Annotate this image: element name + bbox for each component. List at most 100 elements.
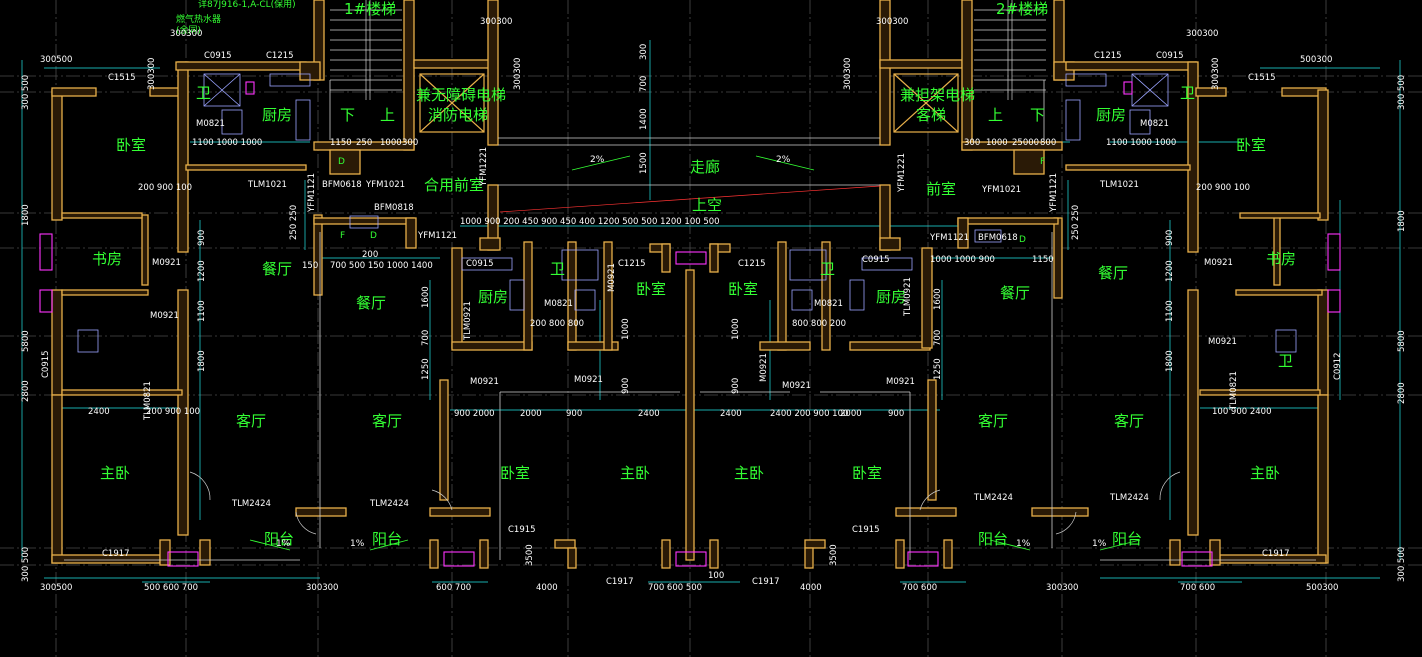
door-code: M0921 <box>470 377 499 387</box>
dimension-label: 300300 <box>170 29 202 39</box>
dimension-label: 25000 <box>1012 138 1039 148</box>
elevator-right-label-1: 兼担架电梯 <box>900 86 975 104</box>
vertical-dimension-texts: 300 500 1800 5800 2800 300 500 300 500 1… <box>21 44 1407 582</box>
door-code: M0821 <box>814 299 843 309</box>
room-label-corridor: 走廊 <box>690 158 720 176</box>
dimension-label: 1800 <box>1397 210 1407 232</box>
dimension-label: 300300 <box>513 58 523 90</box>
slope-label: 1% <box>276 539 291 549</box>
window-code: C1915 <box>508 525 536 535</box>
dimension-lines <box>21 40 1401 583</box>
door-code: YFM1221 <box>479 147 489 187</box>
dimension-label: 1100 <box>1165 300 1175 322</box>
window-code: C0912 <box>1333 352 1343 380</box>
dimension-label: 200 <box>362 250 378 260</box>
room-label-bath: 卫 <box>196 84 211 102</box>
window-code: C1215 <box>1094 51 1122 61</box>
elevator-left-label-2: 消防电梯 <box>428 106 488 124</box>
door-code: TLM0921 <box>903 277 913 317</box>
room-label-kitchen: 厨房 <box>262 106 292 124</box>
room-labels: 卧室 卧室 厨房 厨房 卫 卫 书房 书房 餐厅 餐厅 餐厅 餐厅 客厅 客厅 … <box>92 0 1296 548</box>
window-code: C1917 <box>606 577 634 587</box>
slope-labels: 2% 2% 1% 1% 1% 1% <box>276 155 1107 549</box>
room-label-master: 主卧 <box>734 464 764 482</box>
room-label-lobby: 前室 <box>926 180 956 198</box>
dimension-label: 900 2000 <box>454 409 495 419</box>
door-code: M0921 <box>759 353 769 382</box>
room-label-balcony: 阳台 <box>978 530 1008 548</box>
thin-walls <box>64 80 1316 561</box>
dimension-label: 100 900 2400 <box>1212 407 1271 417</box>
dimension-label: 1200 <box>1165 260 1175 282</box>
door-code: M0921 <box>152 258 181 268</box>
room-label-study: 书房 <box>1266 250 1296 268</box>
dimension-label: 250 250 <box>289 205 299 240</box>
room-label-bath: 卫 <box>1180 84 1195 102</box>
room-label-shared-lobby: 合用前室 <box>424 176 484 194</box>
dimension-label: 5800 <box>21 330 31 352</box>
elevator-right-box <box>893 73 959 133</box>
dimension-label: 300 500 <box>21 75 31 110</box>
dimension-label: 900 <box>1165 230 1175 246</box>
dimension-label: 1800 <box>21 204 31 226</box>
dimension-label: 300300 <box>1186 29 1218 39</box>
dimension-label: 700 600 <box>1180 583 1215 593</box>
elevator-left-label-1: 兼无障碍电梯 <box>416 86 506 104</box>
stair-left <box>330 0 402 100</box>
elevator-right-label-2: 客梯 <box>916 106 946 124</box>
dimension-label: 300300 <box>876 17 908 27</box>
room-label-dining: 餐厅 <box>356 294 386 312</box>
window-door-codes: C0915 C1215 C1515 C1215 C0915 C1515 M082… <box>102 51 1290 587</box>
room-label-living: 客厅 <box>1114 412 1144 430</box>
dimension-label: 300300 <box>147 58 157 90</box>
door-code: YFM1021 <box>981 185 1021 195</box>
room-label-bedroom: 卧室 <box>1236 136 1266 154</box>
dimension-label: 500300 <box>1306 583 1338 593</box>
dimension-label: 2400 <box>638 409 660 419</box>
room-label-study: 书房 <box>92 250 122 268</box>
dimension-label: 200 800 800 <box>530 319 584 329</box>
dimension-label: 300300 <box>843 58 853 90</box>
dimension-label: 2800 <box>21 380 31 402</box>
dimension-label: 300 <box>402 138 418 148</box>
stair-down-label: 下 <box>1030 106 1045 124</box>
dimension-label: 2000 <box>520 409 542 419</box>
door-code: M0921 <box>886 377 915 387</box>
room-label-bath: 卫 <box>820 260 835 278</box>
door-code: TLM2424 <box>973 493 1013 503</box>
door-code: YFM1121 <box>929 233 969 243</box>
dimension-label: 1000 <box>380 138 402 148</box>
room-code-d: D <box>1019 235 1026 245</box>
slope-label: 2% <box>590 155 605 165</box>
corridor-guide-line <box>499 185 881 213</box>
window-code: C1917 <box>1262 549 1290 559</box>
stair-right <box>974 0 1046 100</box>
dimension-label: 700 600 500 <box>648 583 702 593</box>
window-code: C1515 <box>1248 73 1276 83</box>
door-code: YFM1121 <box>417 231 457 241</box>
room-label-dining: 餐厅 <box>1098 264 1128 282</box>
room-label-bath: 卫 <box>1278 352 1293 370</box>
door-code: BFM0618 <box>322 180 362 190</box>
window-code: C1915 <box>852 525 880 535</box>
room-label-master: 主卧 <box>620 464 650 482</box>
room-label-bath: 卫 <box>550 260 565 278</box>
dimension-label: 300 <box>964 138 980 148</box>
dimension-label: 300300 <box>1211 58 1221 90</box>
door-code: M0921 <box>782 381 811 391</box>
room-label-bedroom: 卧室 <box>636 280 666 298</box>
door-code: M0921 <box>1204 258 1233 268</box>
dimension-label: 1600 <box>933 288 943 310</box>
door-code: YFM1021 <box>365 180 405 190</box>
dimension-label: 150 <box>302 261 318 271</box>
dimension-label: 900 <box>731 378 741 394</box>
room-label-bedroom: 卧室 <box>500 464 530 482</box>
dimension-label: 300300 <box>1046 583 1078 593</box>
room-label-living: 客厅 <box>978 412 1008 430</box>
dimension-label: 600 700 <box>436 583 471 593</box>
dimension-label: 2800 <box>1397 382 1407 404</box>
door-code: TLM2424 <box>231 499 271 509</box>
dimension-label: 4000 <box>536 583 558 593</box>
window-code: C1917 <box>102 549 130 559</box>
